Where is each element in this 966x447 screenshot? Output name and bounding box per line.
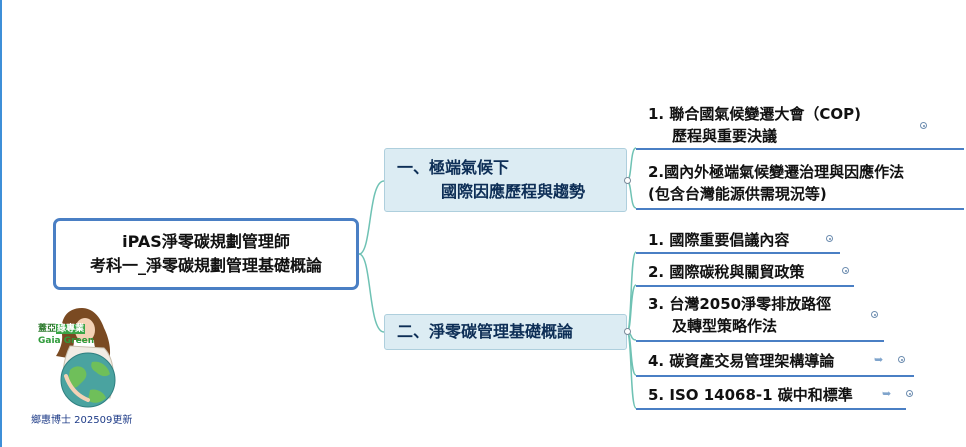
note-dot-icon[interactable] <box>842 267 849 274</box>
logo-label-chinese: 蓋亞綠專業 <box>38 324 86 335</box>
logo-label-highlight: 綠專業 <box>56 324 86 334</box>
leaf-1-1[interactable]: 1. 聯合國氣候變遷大會（COP) 歷程與重要決議 <box>648 103 861 147</box>
leaf-1-2-line1: 2.國內外極端氣候變遷治理與因應作法 <box>648 163 905 181</box>
link-arrow-icon[interactable]: ➥ <box>882 387 892 400</box>
connector-root-branch2 <box>358 253 385 333</box>
leaf-2-4[interactable]: 4. 碳資產交易管理架構導論 <box>648 350 834 372</box>
leaf-2-3-underline <box>636 340 884 342</box>
leaf-1-2-line2: (包含台灣能源供需現況等) <box>648 185 827 203</box>
leaf-2-3-line1: 3. 台灣2050淨零排放路徑 <box>648 295 832 313</box>
branch-node-2[interactable]: 二、淨零碳管理基礎概論 <box>384 314 627 350</box>
leaf-1-1-line1: 1. 聯合國氣候變遷大會（COP) <box>648 105 861 123</box>
leaf-2-4-underline <box>636 375 914 377</box>
leaf-1-1-underline <box>636 148 964 150</box>
link-arrow-icon[interactable]: ➥ <box>874 353 884 366</box>
root-node[interactable]: iPAS淨零碳規劃管理師 考科一_淨零碳規劃管理基礎概論 <box>53 218 359 290</box>
leaf-2-5[interactable]: 5. ISO 14068-1 碳中和標準 <box>648 384 853 406</box>
logo-label-prefix: 蓋 <box>38 324 48 334</box>
collapse-toggle-branch-2[interactable] <box>624 328 631 335</box>
root-title-line1: iPAS淨零碳規劃管理師 <box>122 232 290 251</box>
connector-branch2-leaf1 <box>626 251 637 333</box>
leaf-1-2[interactable]: 2.國內外極端氣候變遷治理與因應作法 (包含台灣能源供需現況等) <box>648 161 904 205</box>
logo-label-english: Gaia Green <box>38 336 95 346</box>
leaf-2-5-line1: 5. ISO 14068-1 碳中和標準 <box>648 386 853 404</box>
root-title-line2: 考科一_淨零碳規劃管理基礎概論 <box>89 256 322 275</box>
leaf-2-5-underline <box>636 408 906 410</box>
leaf-2-2-underline <box>636 285 854 287</box>
note-dot-icon[interactable] <box>871 311 878 318</box>
leaf-2-4-line1: 4. 碳資產交易管理架構導論 <box>648 352 835 370</box>
branch-node-1[interactable]: 一、極端氣候下 國際因應歷程與趨勢 <box>384 148 627 212</box>
connector-branch2-leaf5 <box>626 331 637 409</box>
logo-label-mid: 亞 <box>47 324 57 334</box>
leaf-1-2-underline <box>636 208 964 210</box>
leaf-2-3[interactable]: 3. 台灣2050淨零排放路徑 及轉型策略作法 <box>648 293 831 337</box>
author-credit: 鄉惠博士 202509更新 <box>31 415 133 426</box>
leaf-2-2-line1: 2. 國際碳稅與關貿政策 <box>648 263 805 281</box>
branch-1-line2: 國際因應歷程與趨勢 <box>441 182 586 201</box>
note-dot-icon[interactable] <box>898 356 905 363</box>
leaf-2-1-underline <box>636 252 840 254</box>
connector-branch1-leaf2 <box>626 180 637 209</box>
leaf-2-3-line2: 及轉型策略作法 <box>672 317 778 335</box>
branch-2-line1: 二、淨零碳管理基礎概論 <box>397 322 574 341</box>
gaia-green-logo <box>56 308 116 408</box>
leaf-2-1-line1: 1. 國際重要倡議內容 <box>648 231 790 249</box>
connector-branch1-leaf1 <box>626 147 637 182</box>
note-dot-icon[interactable] <box>826 235 833 242</box>
leaf-1-1-line2: 歷程與重要決議 <box>672 127 778 145</box>
collapse-toggle-branch-1[interactable] <box>624 177 631 184</box>
branch-1-line1: 一、極端氣候下 <box>397 158 510 177</box>
leaf-2-2[interactable]: 2. 國際碳稅與關貿政策 <box>648 261 804 283</box>
note-dot-icon[interactable] <box>906 390 913 397</box>
window-left-border <box>0 0 2 447</box>
leaf-2-1[interactable]: 1. 國際重要倡議內容 <box>648 229 789 251</box>
connector-root-branch1 <box>358 180 385 255</box>
note-dot-icon[interactable] <box>920 122 927 129</box>
